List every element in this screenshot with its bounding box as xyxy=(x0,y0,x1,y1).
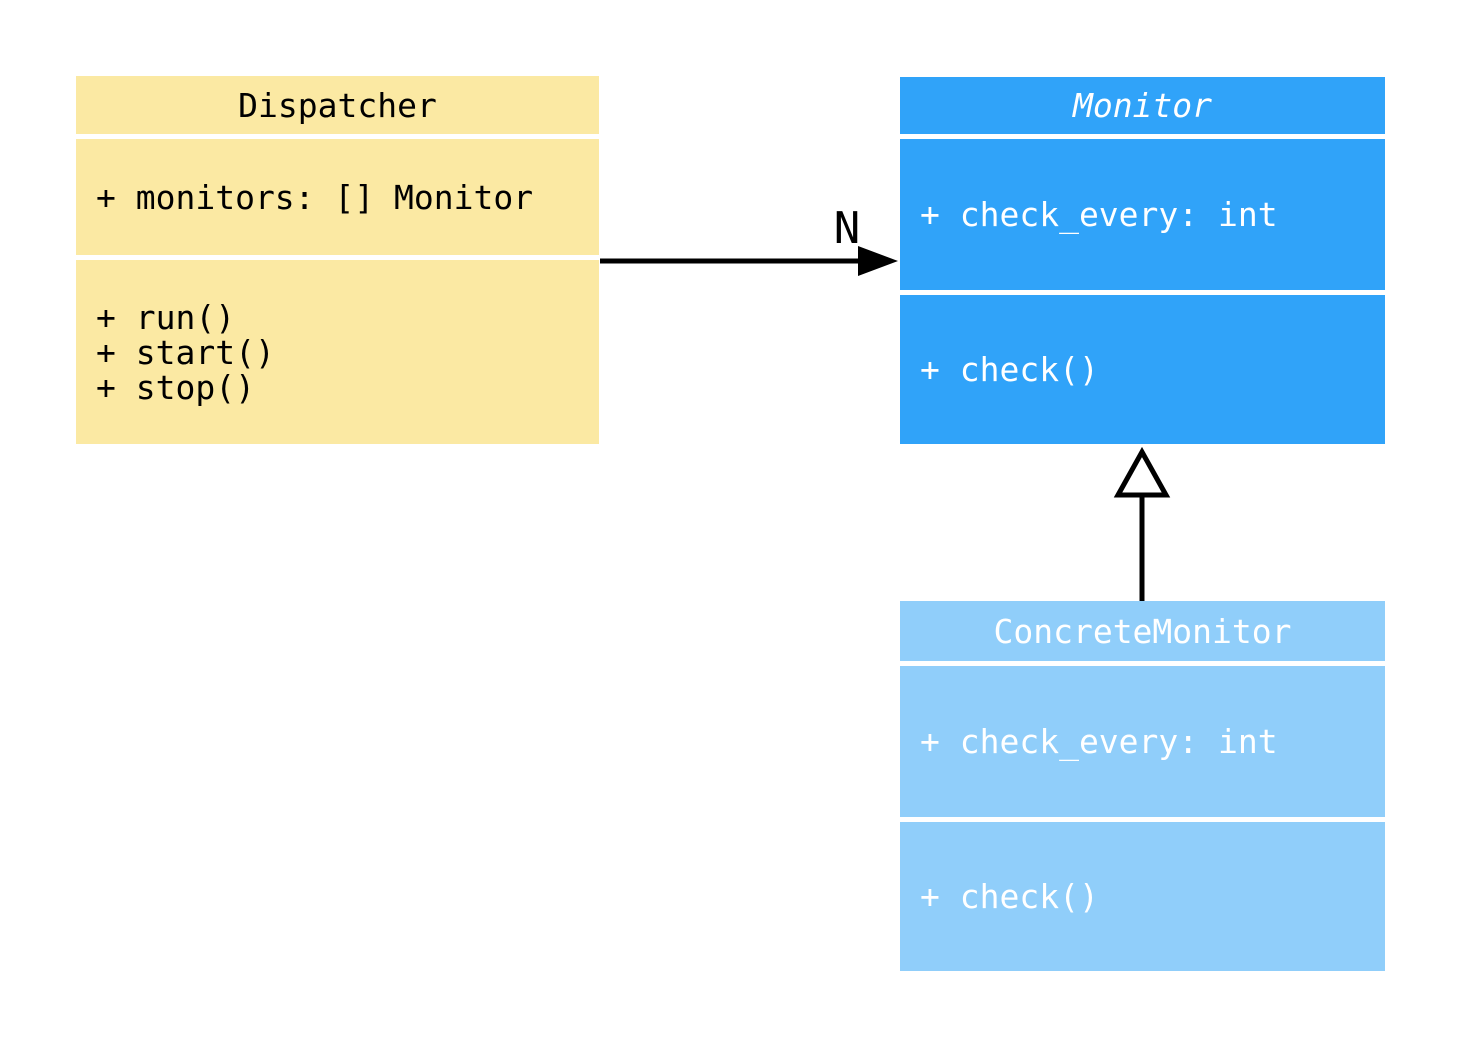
inheritance-arrow-concretemonitor-to-monitor xyxy=(1113,446,1171,601)
class-box-dispatcher: Dispatcher + monitors: [] Monitor + run(… xyxy=(76,76,599,444)
method-item: + check() xyxy=(920,350,1099,389)
multiplicity-label: N xyxy=(834,203,861,254)
class-title-concretemonitor: ConcreteMonitor xyxy=(900,601,1385,661)
class-attributes-monitor: + check_every: int xyxy=(900,139,1385,290)
class-methods-monitor: + check() xyxy=(900,295,1385,444)
class-title-monitor: Monitor xyxy=(900,77,1385,134)
class-attributes-dispatcher: + monitors: [] Monitor xyxy=(76,139,599,255)
filled-arrowhead-icon xyxy=(858,246,898,276)
class-methods-concretemonitor: + check() xyxy=(900,822,1385,971)
method-item: + stop() xyxy=(96,367,255,407)
attribute-item: + monitors: [] Monitor xyxy=(96,177,534,217)
method-item: + run() xyxy=(96,297,236,337)
association-arrow-dispatcher-to-monitor: N xyxy=(600,203,898,276)
class-box-monitor: Monitor + check_every: int + check() xyxy=(900,77,1385,444)
class-methods-dispatcher: + run() + start() + stop() xyxy=(76,260,599,444)
method-item: + check() xyxy=(920,877,1099,916)
class-title-dispatcher: Dispatcher xyxy=(76,76,599,134)
attribute-item: + check_every: int xyxy=(920,195,1278,234)
class-attributes-concretemonitor: + check_every: int xyxy=(900,666,1385,817)
class-box-concretemonitor: ConcreteMonitor + check_every: int + che… xyxy=(900,601,1385,971)
attribute-item: + check_every: int xyxy=(920,722,1278,761)
hollow-triangle-icon xyxy=(1113,446,1171,498)
method-item: + start() xyxy=(96,332,275,372)
